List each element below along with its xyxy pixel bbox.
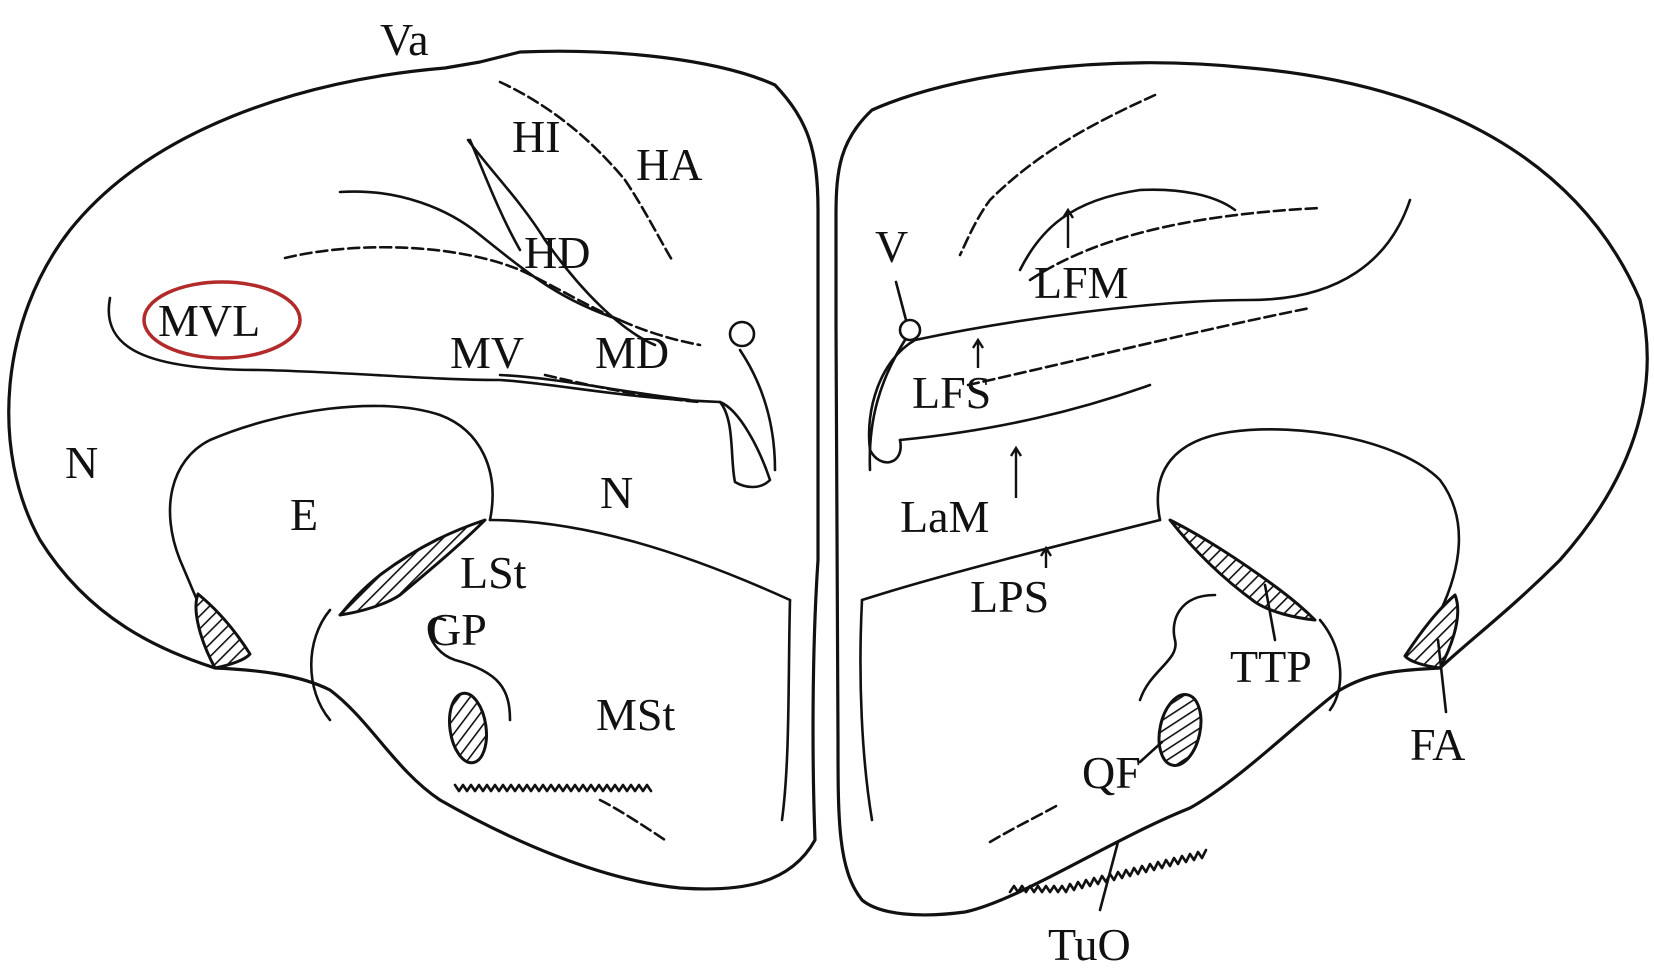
right-curve bbox=[1138, 593, 1217, 702]
label-mvl: MVL bbox=[158, 295, 260, 346]
right-qf-hatch bbox=[1157, 693, 1203, 767]
left-lamina-dashed bbox=[283, 245, 702, 347]
right-sulcus-lfm-dashed bbox=[1028, 206, 1322, 282]
label-n-left: N bbox=[65, 437, 98, 488]
right-tuo-dash bbox=[988, 803, 1060, 844]
label-lps: LPS bbox=[970, 571, 1049, 622]
label-qf: QF bbox=[1082, 747, 1141, 798]
label-hi: HI bbox=[512, 111, 561, 162]
right-tuo-zigzag bbox=[1008, 848, 1208, 894]
mvl-highlight bbox=[142, 280, 302, 360]
left-lst-hatch bbox=[338, 518, 487, 617]
right-lfs-dashed bbox=[966, 306, 1312, 387]
right-e-region bbox=[1156, 427, 1461, 614]
left-tuo-zigzag bbox=[453, 783, 653, 793]
lam-arrow bbox=[1009, 445, 1023, 498]
label-lst: LSt bbox=[460, 547, 527, 598]
left-mst-boundary bbox=[309, 608, 332, 722]
left-hemisphere-outline bbox=[7, 49, 820, 891]
left-sulcus-ha-dashed bbox=[498, 80, 674, 262]
right-sulcus-lfm-mid bbox=[1018, 188, 1237, 272]
qf-pointer bbox=[1138, 740, 1164, 764]
right-hemisphere bbox=[834, 61, 1649, 917]
lfm-arrow bbox=[1061, 207, 1075, 248]
right-hemisphere-outline bbox=[834, 61, 1649, 917]
left-fa-hatch bbox=[194, 592, 252, 670]
left-gp-curve bbox=[427, 617, 512, 722]
label-e: E bbox=[290, 489, 318, 540]
right-medial-line bbox=[859, 598, 874, 822]
right-lamina-loop bbox=[867, 338, 917, 464]
left-lamina-main bbox=[107, 296, 722, 404]
left-hemisphere bbox=[7, 49, 820, 891]
left-upper-lamina bbox=[498, 373, 692, 402]
right-ttp-hatch bbox=[1168, 518, 1317, 622]
right-vertex-stalk bbox=[868, 338, 907, 472]
left-medial-line bbox=[780, 598, 792, 822]
right-lfs-line bbox=[913, 198, 1412, 342]
labels: Va HI HA HD MVL MV MD N E N LSt GP MSt V… bbox=[65, 14, 1465, 970]
tuo-pointer bbox=[1098, 840, 1120, 912]
left-tuo-dash bbox=[598, 798, 670, 844]
label-va: Va bbox=[380, 14, 429, 65]
left-vertex-stalk bbox=[738, 348, 777, 472]
right-fa-hatch bbox=[1403, 593, 1460, 670]
left-lst-line bbox=[488, 518, 792, 602]
right-vertex-circle bbox=[898, 318, 922, 342]
left-sulcus-hd bbox=[338, 190, 622, 322]
label-mst: MSt bbox=[596, 689, 675, 740]
right-v-pointer bbox=[894, 280, 908, 322]
label-fa: FA bbox=[1410, 719, 1465, 770]
left-sulcus-hi bbox=[466, 138, 657, 347]
left-qf-hatch bbox=[448, 691, 488, 765]
right-lam-line bbox=[898, 383, 1152, 442]
left-vertex-circle bbox=[728, 320, 756, 348]
label-lfs: LFS bbox=[912, 367, 991, 418]
left-e-region bbox=[168, 404, 494, 642]
label-hd: HD bbox=[524, 227, 590, 278]
label-ttp: TTP bbox=[1230, 641, 1312, 692]
right-mst-boundary bbox=[1318, 618, 1342, 712]
label-ha: HA bbox=[636, 139, 702, 190]
label-lfm: LFM bbox=[1034, 257, 1129, 308]
label-mv: MV bbox=[450, 327, 524, 378]
lps-arrow bbox=[1039, 545, 1053, 568]
label-v: V bbox=[875, 221, 908, 272]
label-gp: GP bbox=[428, 604, 487, 655]
ttp-pointer bbox=[1263, 583, 1277, 642]
left-sulcus-hd2 bbox=[468, 138, 522, 252]
right-sulcus-lfm-upper bbox=[958, 93, 1157, 257]
label-n-mid: N bbox=[600, 467, 633, 518]
fa-pointer bbox=[1436, 638, 1448, 714]
label-md: MD bbox=[595, 327, 669, 378]
lfs-arrow bbox=[971, 337, 985, 368]
right-lps-line bbox=[860, 518, 1162, 602]
label-tuo: TuO bbox=[1048, 919, 1131, 970]
left-lamina-loop bbox=[718, 400, 772, 489]
label-lam: LaM bbox=[900, 491, 989, 542]
